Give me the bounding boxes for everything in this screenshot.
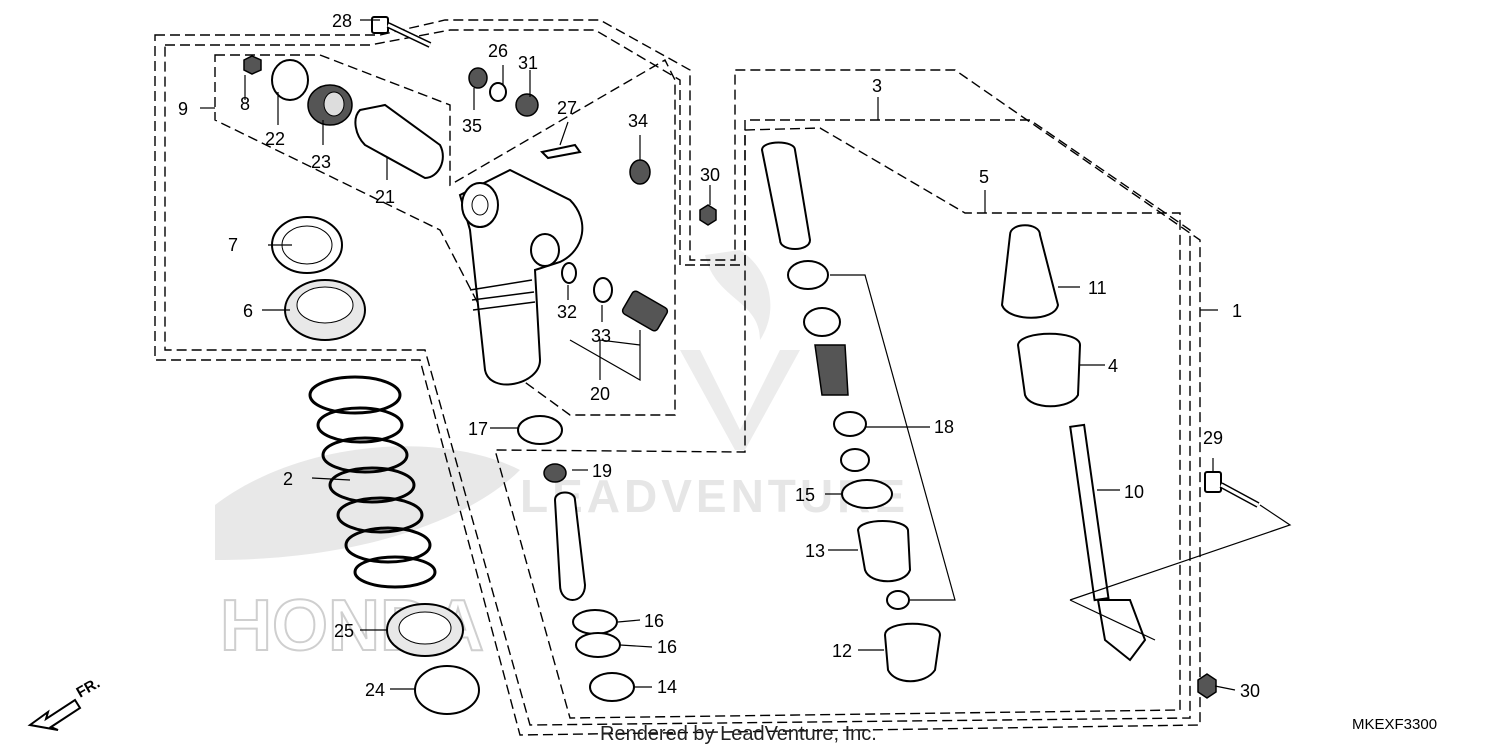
- callout-25: 25: [334, 621, 354, 641]
- render-credit: Rendered by LeadVenture, Inc.: [600, 723, 877, 745]
- part-19-nut: [543, 463, 567, 483]
- part-10-rod: [1069, 423, 1147, 662]
- part-33-oring: [593, 277, 613, 303]
- callout-22: 22: [265, 129, 285, 149]
- callout-27: 27: [557, 98, 577, 118]
- callout-16a: 16: [644, 611, 664, 631]
- part-26-ring: [489, 82, 507, 102]
- callout-24: 24: [365, 680, 385, 700]
- watermark: LEADVENTURE HONDA: [215, 250, 909, 667]
- part-valve: [621, 290, 669, 332]
- callout-1: 1: [1232, 301, 1242, 321]
- part-30-nut-bottom: [1197, 673, 1217, 699]
- callout-23: 23: [311, 152, 331, 172]
- callout-30-bottom: 30: [1240, 681, 1260, 701]
- callout-21: 21: [375, 187, 395, 207]
- callout-15: 15: [795, 485, 815, 505]
- part-32-oring: [561, 262, 577, 284]
- callout-3: 3: [872, 76, 882, 96]
- part-bump-rubber: [760, 141, 942, 683]
- callout-33: 33: [591, 326, 611, 346]
- part-25-seat: [386, 603, 464, 657]
- part-2-spring: [308, 375, 437, 589]
- part-28-bolt: [371, 16, 432, 48]
- callout-32: 32: [557, 302, 577, 322]
- front-label: FR.: [74, 675, 103, 702]
- callout-7: 7: [228, 235, 238, 255]
- callout-2: 2: [283, 469, 293, 489]
- part-27-label: [539, 143, 582, 160]
- part-21-bladder: [354, 103, 444, 180]
- part-7-locknut: [271, 216, 343, 274]
- leader-lines: [200, 19, 1292, 691]
- callout-9: 9: [178, 99, 188, 119]
- outline-9: [214, 54, 676, 416]
- outline-1: [154, 19, 1201, 736]
- part-34-washer: [629, 159, 651, 185]
- part-4-cap: [1016, 332, 1082, 408]
- callout-16b: 16: [657, 637, 677, 657]
- callout-26: 26: [488, 41, 508, 61]
- part-8-nut: [243, 55, 262, 75]
- part-damper-stack: [553, 491, 635, 702]
- outline-3: [164, 29, 1191, 726]
- part-24-clip: [414, 665, 480, 715]
- callout-35: 35: [462, 116, 482, 136]
- callout-8: 8: [240, 94, 250, 114]
- part-11-bump-stop: [1000, 224, 1060, 319]
- callout-30-top: 30: [700, 165, 720, 185]
- callout-28: 28: [332, 11, 352, 31]
- part-22-circlip: [271, 59, 309, 101]
- part-35-ring: [468, 67, 488, 89]
- callout-31: 31: [518, 53, 538, 73]
- part-31-cap: [515, 93, 539, 117]
- front-arrow-icon: [27, 698, 82, 731]
- part-29-bolt: [1204, 471, 1260, 508]
- part-17-clip: [517, 415, 563, 445]
- callout-labels: 1 2 3 4 5 6 7 8 9 10 11 12 13 14 15 16 1…: [178, 11, 1260, 701]
- callout-20: 20: [590, 384, 610, 404]
- callout-13: 13: [805, 541, 825, 561]
- callout-18: 18: [934, 417, 954, 437]
- callout-17: 17: [468, 419, 488, 439]
- callout-34: 34: [628, 111, 648, 131]
- part-30-nut-top: [699, 204, 717, 226]
- diagram-code: MKEXF3300: [1352, 716, 1437, 733]
- callout-6: 6: [243, 301, 253, 321]
- front-arrow: FR.: [27, 675, 103, 731]
- part-20-shock-body: [458, 168, 584, 386]
- callout-12: 12: [832, 641, 852, 661]
- callout-19: 19: [592, 461, 612, 481]
- callout-10: 10: [1124, 482, 1144, 502]
- callout-4: 4: [1108, 356, 1118, 376]
- callout-14: 14: [657, 677, 677, 697]
- group-outlines: [154, 19, 1201, 736]
- watermark-text: LEADVENTURE: [520, 470, 909, 522]
- part-6-adjuster: [284, 279, 366, 341]
- callout-11: 11: [1088, 278, 1107, 298]
- part-23-cap: [307, 84, 353, 126]
- callout-5: 5: [979, 167, 989, 187]
- callout-29: 29: [1203, 428, 1223, 448]
- outline-5: [494, 127, 1181, 719]
